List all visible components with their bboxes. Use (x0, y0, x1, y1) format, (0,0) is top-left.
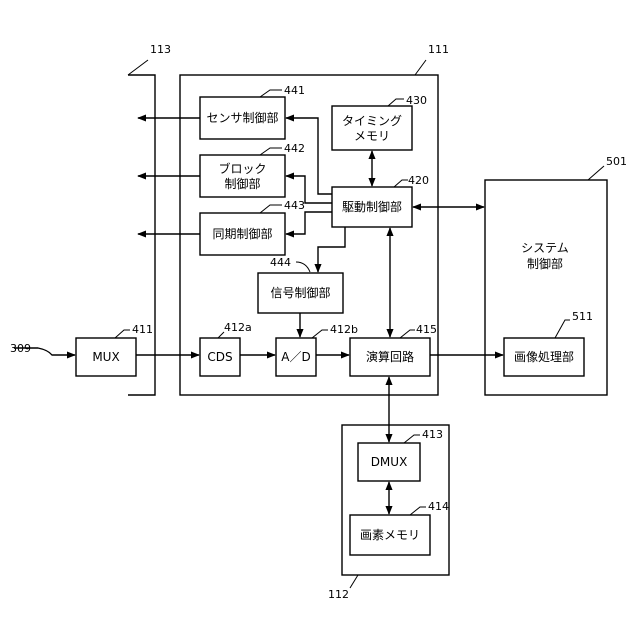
ref-309: 309 (10, 342, 31, 355)
leader-443 (260, 205, 282, 213)
system-ctrl-label-2: 制御部 (527, 256, 563, 271)
dmux-label: DMUX (371, 455, 408, 469)
leader-111 (415, 60, 426, 75)
block-ctrl-label-2: 制御部 (224, 176, 260, 191)
leader-415 (400, 330, 415, 338)
leader-442 (260, 148, 282, 155)
mux-label: MUX (92, 350, 119, 364)
system-ctrl-label-1: システム (521, 241, 569, 255)
ref-420: 420 (408, 174, 429, 187)
leader-441 (260, 90, 282, 97)
leader-414 (410, 507, 426, 515)
leader-112 (350, 575, 358, 588)
ref-411: 411 (132, 323, 153, 336)
ref-511: 511 (572, 310, 593, 323)
leader-413 (404, 435, 420, 443)
ref-415: 415 (416, 323, 437, 336)
ref-113: 113 (150, 43, 171, 56)
ref-443: 443 (284, 199, 305, 212)
ref-112: 112 (328, 588, 349, 601)
ref-441: 441 (284, 84, 305, 97)
cds-label: CDS (207, 350, 232, 364)
timing-mem-box (332, 106, 412, 150)
ref-111: 111 (428, 43, 449, 56)
drive-to-sensor-arrow (286, 118, 332, 194)
drive-ctrl-label: 駆動制御部 (342, 199, 402, 214)
drive-to-sync-arrow (286, 212, 332, 234)
leader-511 (555, 320, 570, 338)
leader-444 (296, 262, 310, 272)
ref-430: 430 (406, 94, 427, 107)
signal-ctrl-label: 信号制御部 (270, 285, 330, 300)
leader-113 (128, 60, 148, 75)
image-proc-label: 画像処理部 (514, 349, 574, 364)
arith-label: 演算回路 (366, 349, 414, 364)
leader-430 (388, 99, 404, 106)
leader-411 (115, 330, 130, 338)
pixel-mem-label: 画素メモリ (360, 528, 420, 542)
leader-412b (312, 330, 328, 338)
sensor-ctrl-label: センサ制御部 (206, 110, 278, 125)
ref-501: 501 (606, 155, 627, 168)
timing-mem-label-2: メモリ (354, 129, 390, 143)
drive-to-signal-arrow (318, 227, 345, 272)
ref-413: 413 (422, 428, 443, 441)
ref-414: 414 (428, 500, 449, 513)
ref-444: 444 (270, 256, 291, 269)
block-ctrl-label-1: ブロック (218, 161, 266, 176)
ref-412a: 412a (224, 321, 252, 334)
timing-mem-label-1: タイミング (342, 114, 402, 128)
ref-412b: 412b (330, 323, 358, 336)
sync-ctrl-label: 同期制御部 (212, 226, 272, 241)
ad-label: A／D (281, 350, 310, 364)
leader-420 (394, 180, 408, 187)
ref-442: 442 (284, 142, 305, 155)
leader-501 (588, 166, 604, 180)
